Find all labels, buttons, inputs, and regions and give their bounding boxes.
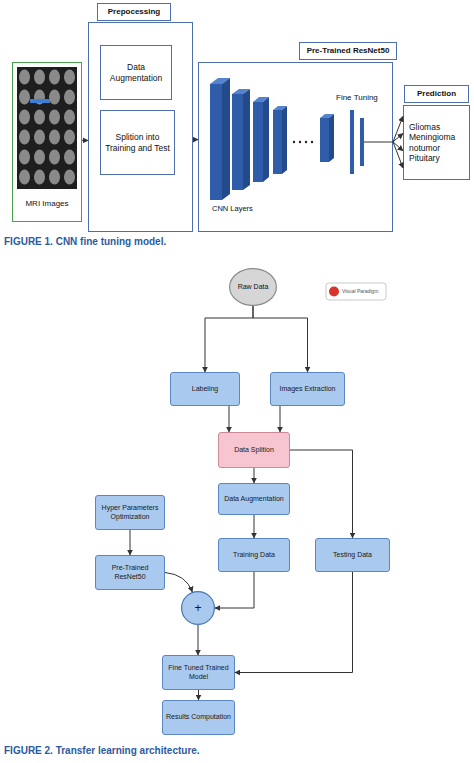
connector-arrow — [253, 306, 308, 372]
logo-icon — [329, 287, 339, 297]
watermark: Visual Paradigm — [342, 288, 378, 294]
node-label: Hyper Parameters Optimization — [98, 504, 162, 521]
process-box: Hyper Parameters Optimization — [95, 495, 165, 530]
process-box: Pre-Trained ResNet50 — [95, 555, 165, 590]
connector-line — [280, 406, 281, 432]
connector-arrow — [198, 625, 199, 655]
heading-label: Prediction — [404, 85, 469, 103]
connector-arrow — [229, 406, 230, 432]
sum-circle: + — [181, 591, 215, 625]
connector-arrow — [198, 690, 199, 700]
process-box: Testing Data — [315, 538, 390, 572]
connector-line — [393, 142, 403, 151]
process-box: Images Extraction — [270, 372, 345, 406]
heading-label: Prepocessing — [97, 3, 171, 21]
process-box: Results Computation — [162, 700, 235, 735]
connector-arrow — [393, 116, 403, 168]
process-box: Splition into Training and Test — [100, 110, 175, 175]
connector-arrow — [254, 468, 255, 483]
connector-line — [253, 306, 308, 372]
connector-arrow — [215, 572, 254, 608]
connector-arrow — [254, 515, 255, 538]
connector-line — [229, 406, 230, 432]
stage-box: PrepocessingData AugmentationSplition in… — [88, 22, 193, 232]
node-label: + — [194, 601, 201, 615]
node-label: Testing Data — [333, 551, 372, 559]
node-label: Data Augmentation — [104, 62, 168, 82]
node-label: Labeling — [192, 385, 218, 393]
node-shape — [230, 269, 277, 306]
node-label: Training Data — [233, 551, 275, 559]
node-label: Results Computation — [166, 713, 231, 721]
layer-label: Fine Tuning — [336, 93, 378, 102]
connector-line — [215, 572, 254, 608]
node-label: Images Extraction — [279, 385, 335, 393]
connector-line — [393, 142, 403, 168]
output-box: PredictionGliomas Meningioma notumor Pit… — [403, 105, 470, 180]
node-label: Pre-Trained ResNet50 — [98, 564, 162, 581]
logo-frame — [326, 283, 386, 300]
process-box: Data Augmentation — [218, 483, 290, 515]
node-label: Raw Data — [238, 283, 269, 291]
connector-line — [198, 690, 199, 700]
connector-arrow — [280, 406, 281, 432]
process-box: Training Data — [218, 538, 290, 572]
figure-caption: FIGURE 2. Transfer learning architecture… — [4, 745, 200, 756]
layer-label: CNN Layers — [212, 204, 253, 213]
connector-line — [254, 468, 255, 483]
connector-line — [254, 515, 255, 538]
connector-line — [393, 134, 403, 142]
process-box: Fine Tuned Trained Model — [162, 655, 235, 690]
process-box: Labeling — [170, 372, 240, 406]
connector-arrow — [205, 306, 253, 372]
connector-arrow — [235, 572, 353, 673]
figure-caption: FIGURE 1. CNN fine tuning model. — [4, 236, 166, 247]
connector-line — [393, 116, 403, 142]
process-box: Data Augmentation — [100, 45, 172, 100]
connector-arrow — [165, 573, 192, 593]
connector-arrow — [130, 530, 131, 555]
connector-line — [290, 450, 353, 538]
connector-line — [165, 573, 192, 593]
input-box: MRI Images — [12, 62, 82, 222]
logo — [326, 283, 386, 300]
connector-line — [198, 625, 199, 655]
node-label: Fine Tuned Trained Model — [165, 664, 232, 681]
node-label: MRI Images — [25, 199, 68, 209]
process-box: Data Splition — [218, 432, 290, 468]
node-shape — [182, 592, 215, 625]
node-label: Data Splition — [234, 446, 274, 454]
connector-line — [235, 572, 353, 673]
connector-line — [130, 530, 131, 555]
connector-line — [205, 306, 253, 372]
heading-label: Pre-Trained ResNet50 — [299, 42, 397, 60]
data-circle: Raw Data — [229, 268, 277, 306]
connector-arrow — [290, 450, 353, 538]
node-label: Data Augmentation — [224, 495, 284, 503]
node-label: Gliomas Meningioma notumor Pituitary — [409, 122, 466, 163]
node-label: Splition into Training and Test — [104, 132, 171, 152]
